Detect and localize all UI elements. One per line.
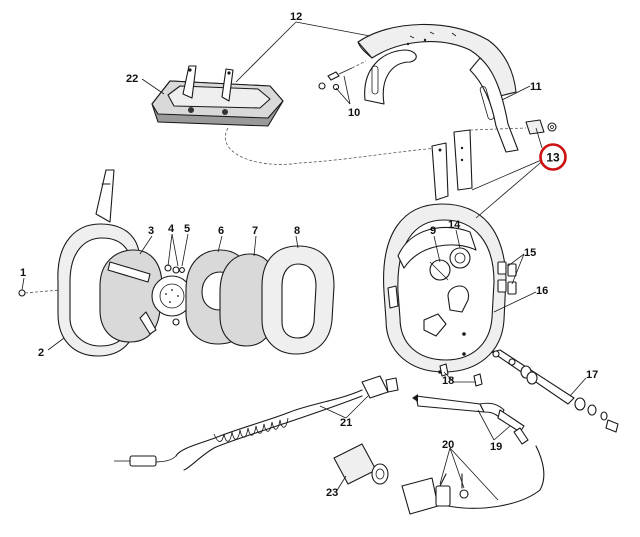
part-19-microphone-boom xyxy=(412,394,529,445)
callout-13: 13 xyxy=(546,151,560,165)
part-3-dome-seal xyxy=(99,249,163,343)
callout-1: 1 xyxy=(20,267,26,279)
callout-2: 2 xyxy=(38,347,44,359)
callout-20: 20 xyxy=(442,439,454,451)
callout-22: 22 xyxy=(126,73,138,85)
part-1-screw xyxy=(18,289,61,297)
assembly-path-22 xyxy=(225,127,441,165)
callout-14: 14 xyxy=(448,219,461,231)
part-speaker-element xyxy=(151,275,193,317)
callout-10: 10 xyxy=(348,107,360,119)
callout-23: 23 xyxy=(326,487,338,499)
callout-18: 18 xyxy=(442,375,454,387)
part-10-screws-nuts xyxy=(318,60,367,91)
callout-21: 21 xyxy=(340,417,352,429)
part-20-connector-assembly xyxy=(401,445,545,515)
callout-5: 5 xyxy=(184,223,190,235)
callout-19: 19 xyxy=(490,441,502,453)
callout-13-highlight: 13 xyxy=(539,143,567,171)
callout-11: 11 xyxy=(530,81,542,93)
part-12-headband-pad xyxy=(357,23,517,97)
part-14-microphone-boom-mount xyxy=(449,247,471,269)
callout-6: 6 xyxy=(218,225,224,237)
part-21-coiled-cord xyxy=(114,375,399,471)
part-17-boom-hardware xyxy=(491,349,619,433)
callout-4: 4 xyxy=(168,223,175,235)
part-23-boot-connector xyxy=(333,443,389,485)
leader-lines xyxy=(21,21,587,501)
callout-3: 3 xyxy=(148,225,154,237)
highlight-ring xyxy=(539,143,567,171)
part-15-clips xyxy=(497,261,517,295)
callout-7: 7 xyxy=(252,225,258,237)
callout-16: 16 xyxy=(536,285,548,297)
callout-labels: 12 22 10 11 1 2 3 4 5 6 7 8 9 14 15 16 1… xyxy=(20,11,598,499)
callout-12: 12 xyxy=(290,11,302,23)
part-13-adjuster-clamp xyxy=(469,119,557,135)
callout-15: 15 xyxy=(524,247,536,259)
part-22-headpad-bracket xyxy=(151,65,284,127)
part-16-earcup-assembly xyxy=(383,203,507,374)
part-8-ear-seal-cushion xyxy=(261,245,335,355)
callout-8: 8 xyxy=(294,225,300,237)
callout-17: 17 xyxy=(586,369,598,381)
part-18-mounting-screws xyxy=(439,363,483,387)
part-headband-connector-strips xyxy=(431,129,473,201)
callout-9: 9 xyxy=(430,225,436,237)
